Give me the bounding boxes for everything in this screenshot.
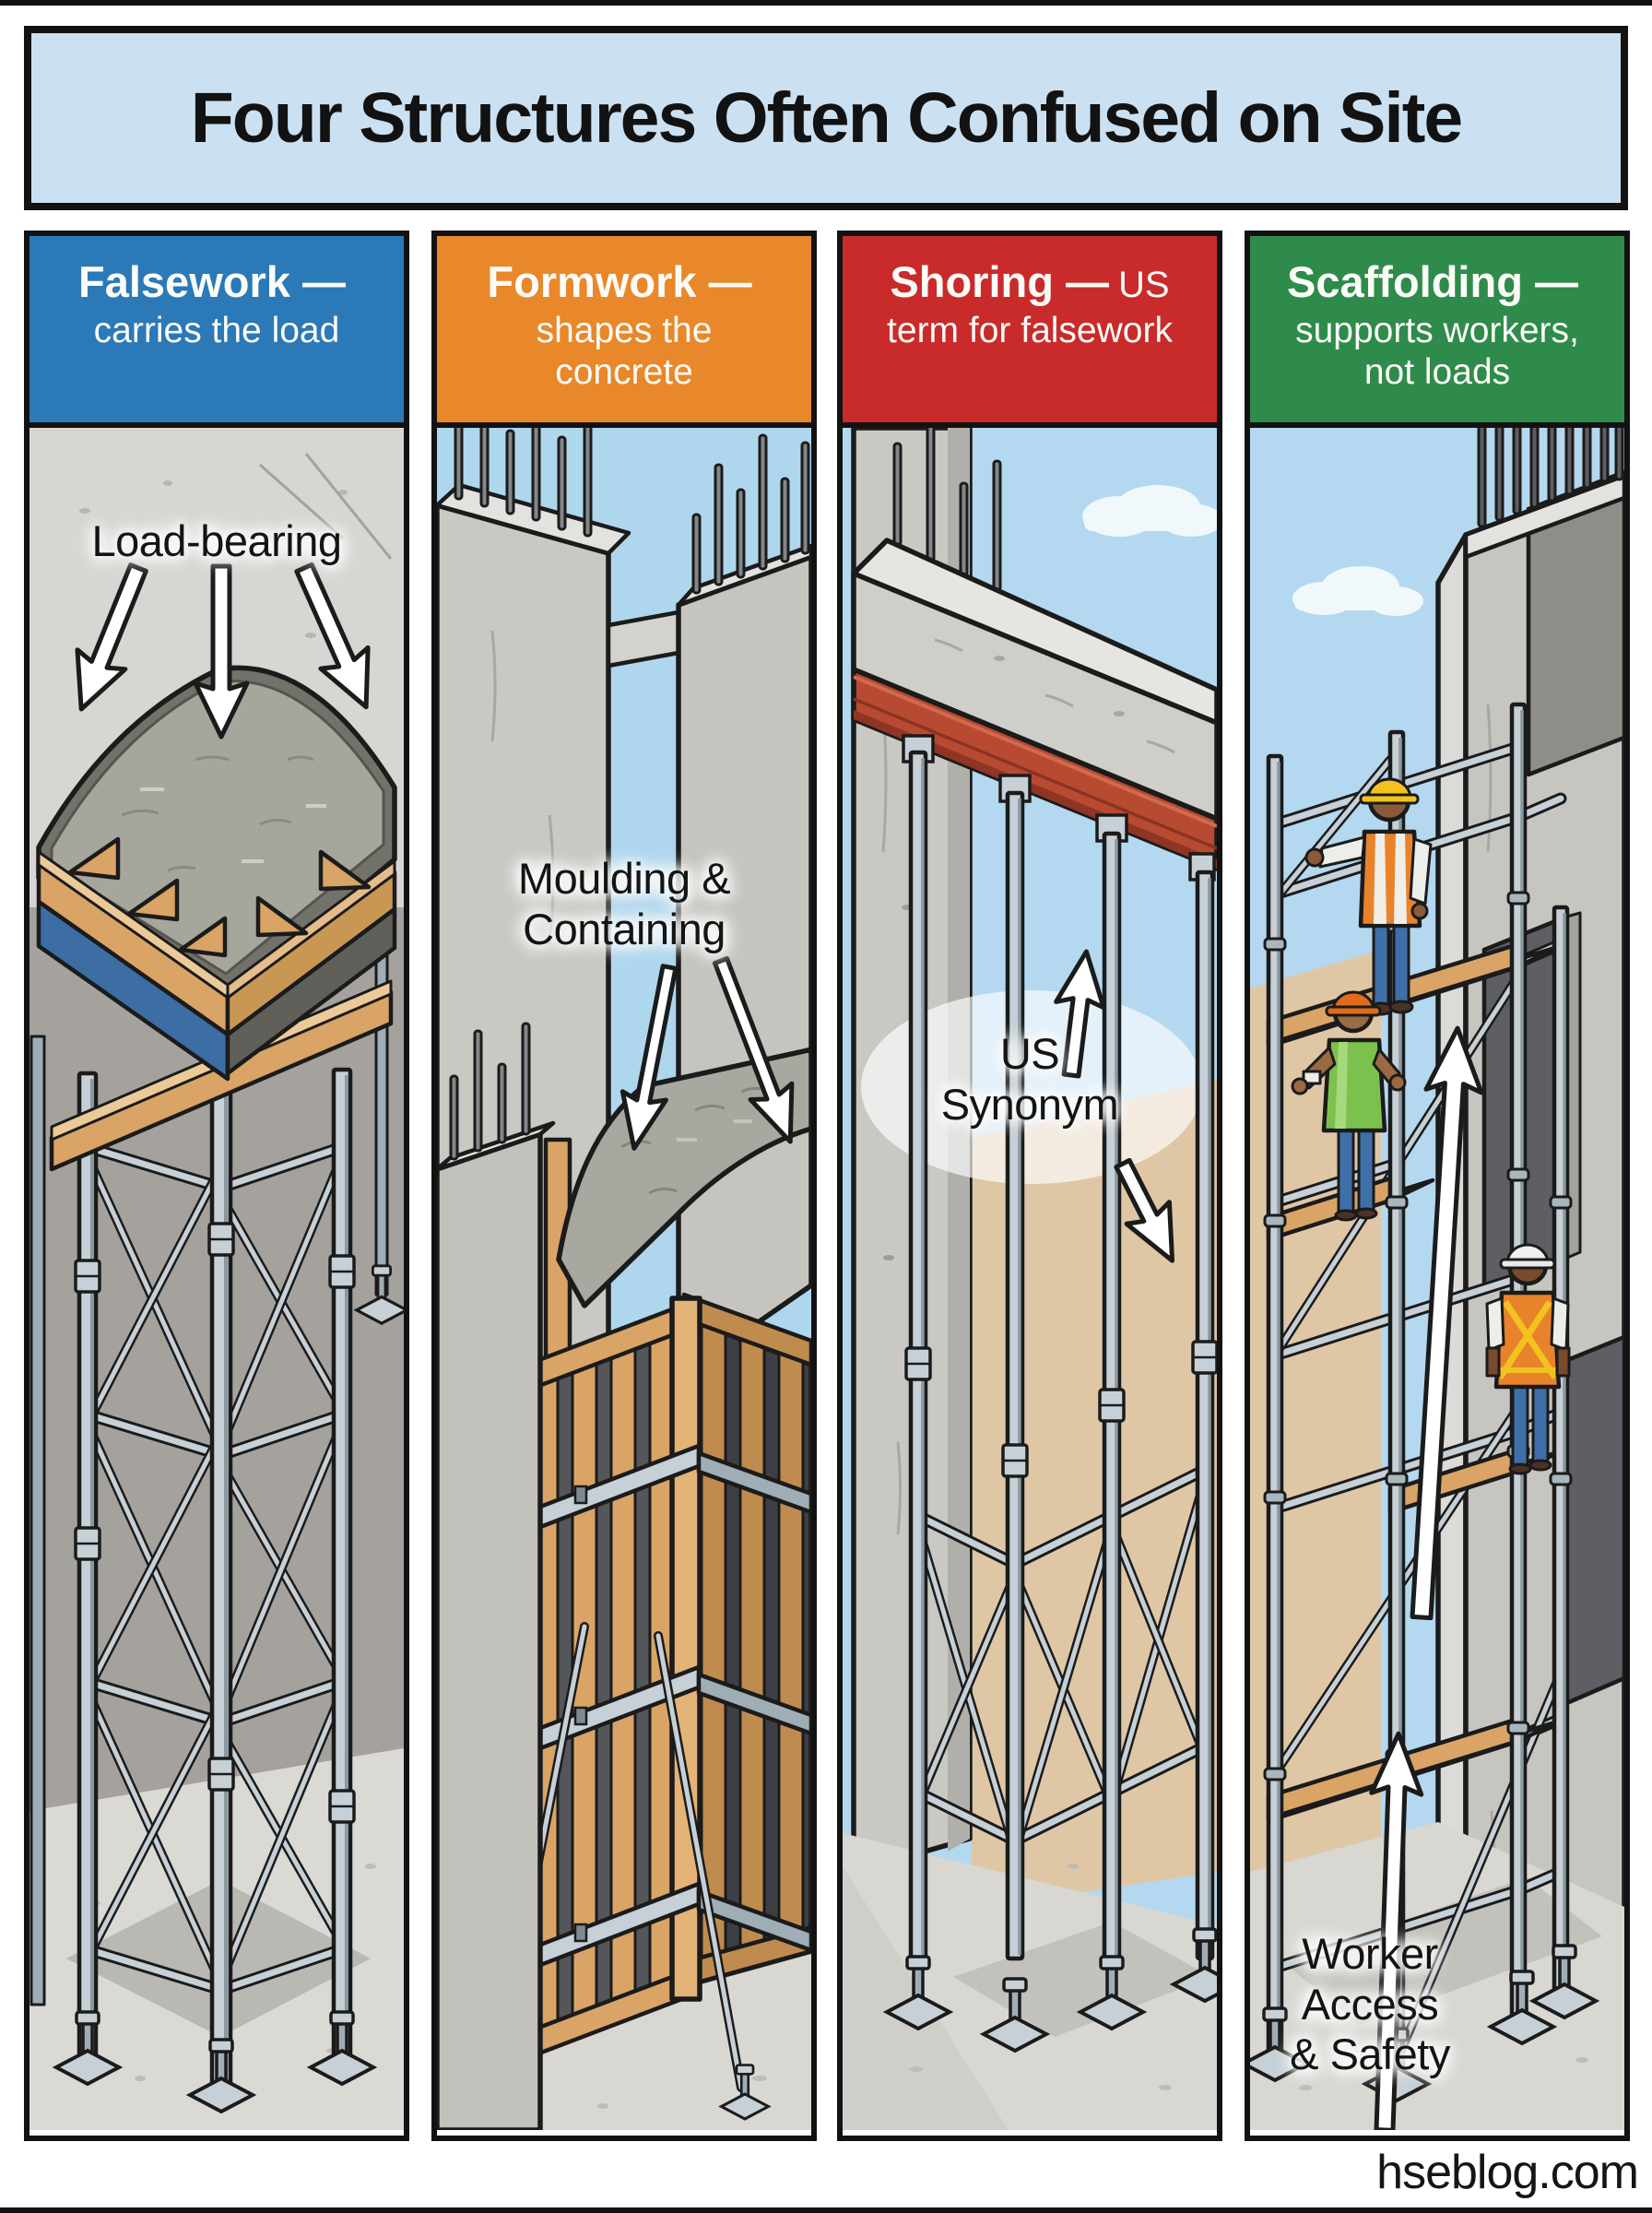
panel-scaffolding: Scaffolding — supports workers, not load…	[1245, 231, 1630, 2141]
us-synonym-label: US Synonym	[940, 1029, 1119, 1129]
panel-shoring: Shoring —US term for falsework	[837, 231, 1222, 2141]
scaffolding-scene	[1250, 428, 1624, 2130]
worker-access-label: Worker Access & Safety	[1290, 1929, 1450, 2079]
formwork-scene	[437, 428, 811, 2130]
formwork-subtitle: shapes the concrete	[536, 310, 713, 392]
cloud	[1082, 485, 1217, 537]
cloud	[1292, 566, 1423, 616]
formwork-header: Formwork — shapes the concrete	[437, 236, 811, 428]
synonym-arrows	[1054, 949, 1175, 1263]
poured-concrete	[556, 1047, 811, 1308]
panel-falsework: Falsework — carries the load	[24, 231, 409, 2141]
page-title: Four Structures Often Confused on Site	[190, 77, 1464, 158]
panel-formwork: Formwork — shapes the concrete	[431, 231, 817, 2141]
title-banner: Four Structures Often Confused on Site	[24, 26, 1628, 210]
steel-tower	[30, 859, 404, 2113]
shoring-title: Shoring —	[890, 257, 1109, 306]
tan-backdrop	[972, 1079, 1217, 1909]
tower-bracing	[912, 1463, 1211, 1856]
falsework-title: Falsework —	[78, 257, 346, 306]
load-arrows	[75, 562, 371, 740]
shoring-title-suffix: US	[1118, 265, 1170, 305]
load-bearing-label: Load-bearing	[91, 516, 343, 565]
mould-arrows	[620, 955, 795, 1151]
blue-form-panel	[36, 899, 230, 1082]
worker-top	[1304, 777, 1433, 1016]
scaffolding-header: Scaffolding — supports workers, not load…	[1250, 236, 1624, 428]
site-credit: hseblog.com	[1376, 2146, 1639, 2199]
falsework-subtitle: carries the load	[93, 310, 340, 350]
moulding-containing-label: Moulding & Containing	[517, 854, 731, 953]
access-arrows	[1369, 1025, 1484, 2130]
formwork-title: Formwork —	[487, 257, 752, 306]
bottom-edge-border	[0, 2207, 1652, 2213]
shoring-illustration: US Synonym	[843, 428, 1217, 2136]
falsework-illustration: Load-bearing	[30, 428, 404, 2136]
worker-middle-left	[1291, 990, 1407, 1222]
falsework-header: Falsework — carries the load	[30, 236, 404, 428]
dark-form-panel	[225, 906, 397, 1076]
top-edge-border	[0, 0, 1652, 6]
slab-and-formwork	[36, 665, 397, 1082]
scaffolding-illustration: Worker Access & Safety	[1250, 428, 1624, 2136]
falsework-scene	[30, 428, 404, 2130]
concrete-beam	[851, 538, 1217, 822]
scaffolding-title: Scaffolding —	[1287, 257, 1578, 306]
foreground-wall	[437, 1022, 556, 2130]
shoring-scene	[843, 428, 1217, 2130]
formwork-illustration: Moulding & Containing	[437, 428, 811, 2136]
shoring-subtitle: term for falsework	[887, 310, 1173, 350]
worker-middle-right	[1485, 1243, 1571, 1475]
scaffolding-subtitle: supports workers, not loads	[1295, 310, 1579, 392]
shoring-header: Shoring —US term for falsework	[843, 236, 1217, 428]
building-rebar	[1477, 428, 1624, 528]
shoring-posts	[885, 750, 1217, 2053]
